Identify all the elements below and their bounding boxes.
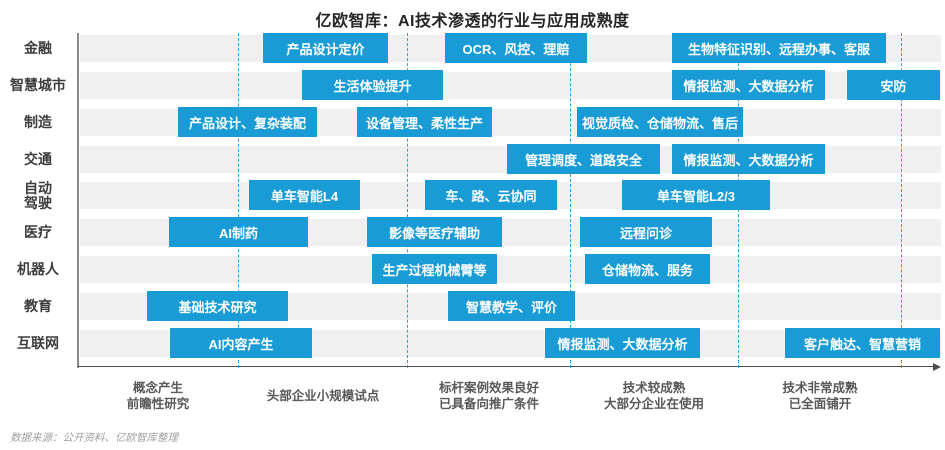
chart-bar: 情报监测、大数据分析 [545, 328, 700, 358]
stage-label-line: 大部分企业在使用 [603, 397, 704, 411]
row-label: 医疗 [24, 224, 52, 240]
chart-bar: 基础技术研究 [147, 291, 288, 321]
stage-boundary-line [238, 33, 239, 368]
row-label: 教育 [24, 298, 52, 314]
chart-bar: 产品设计定价 [263, 33, 388, 63]
stage-label-line: 已全面铺开 [788, 397, 852, 411]
chart-bar: 安防 [847, 70, 940, 100]
chart-bar: 智慧教学、评价 [448, 291, 575, 321]
row-label: 机器人 [17, 261, 59, 277]
stage-label-line: 概念产生 [132, 381, 183, 395]
chart-bar: 仓储物流、服务 [585, 254, 710, 284]
chart-bar: 生活体验提升 [302, 70, 443, 100]
y-axis-line [77, 33, 79, 368]
chart-bar: 设备管理、柔性生产 [357, 107, 492, 137]
row-stripe [80, 256, 941, 283]
chart-bar: 影像等医疗辅助 [367, 217, 502, 247]
chart-bar: 情报监测、大数据分析 [672, 70, 825, 100]
chart-bar: 车、路、云协同 [425, 180, 557, 210]
chart-bar: 管理调度、道路安全 [507, 144, 660, 174]
stage-label: 头部企业小规模试点 [233, 378, 413, 414]
chart-bar: AI内容产生 [170, 328, 312, 358]
chart-bar: 视觉质检、仓储物流、售后 [577, 107, 743, 137]
row-label: 金融 [24, 40, 52, 56]
chart-bar: 生物特征识别、远程办事、客服 [672, 33, 886, 63]
stage-boundary-line [570, 33, 571, 368]
chart-bar: 客户触达、智慧营销 [785, 328, 940, 358]
chart-bar: 产品设计、复杂装配 [178, 107, 317, 137]
row-label: 交通 [24, 151, 52, 167]
row-label: 制造 [24, 114, 52, 130]
stage-label: 技术较成熟大部分企业在使用 [564, 378, 744, 414]
stage-label-line: 标杆案例效果良好 [438, 381, 539, 395]
chart-bar: OCR、风控、理赔 [445, 33, 587, 63]
stage-label: 概念产生前瞻性研究 [68, 378, 248, 414]
chart-bar: 情报监测、大数据分析 [672, 144, 825, 174]
stage-boundary-line [901, 33, 902, 368]
stage-boundary-line [407, 33, 408, 368]
row-label: 智慧城市 [10, 77, 66, 93]
chart-bar: 单车智能L4 [249, 180, 360, 210]
stage-label: 标杆案例效果良好已具备向推广条件 [399, 378, 579, 414]
stage-label-line: 头部企业小规模试点 [266, 389, 380, 403]
x-axis-arrowhead [933, 363, 941, 371]
stage-label: 技术非常成熟已全面铺开 [730, 378, 910, 414]
chart-bar: 单车智能L2/3 [622, 180, 770, 210]
chart-bar: 远程问诊 [580, 217, 712, 247]
stage-label-line: 已具备向推广条件 [438, 397, 539, 411]
page-title: 亿欧智库：AI技术渗透的行业与应用成熟度 [315, 13, 630, 30]
stage-label-line: 技术非常成熟 [782, 381, 858, 395]
chart-bar: AI制药 [169, 217, 308, 247]
row-label: 互联网 [17, 335, 59, 351]
x-axis-line [78, 366, 934, 367]
stage-label-line: 技术较成熟 [622, 381, 686, 395]
chart-bar: 生产过程机械臂等 [372, 254, 497, 284]
row-label: 自动 驾驶 [24, 179, 52, 211]
data-source-note: 数据来源：公开资料、亿欧智库整理 [10, 432, 178, 444]
stage-label-line: 前瞻性研究 [126, 397, 190, 411]
